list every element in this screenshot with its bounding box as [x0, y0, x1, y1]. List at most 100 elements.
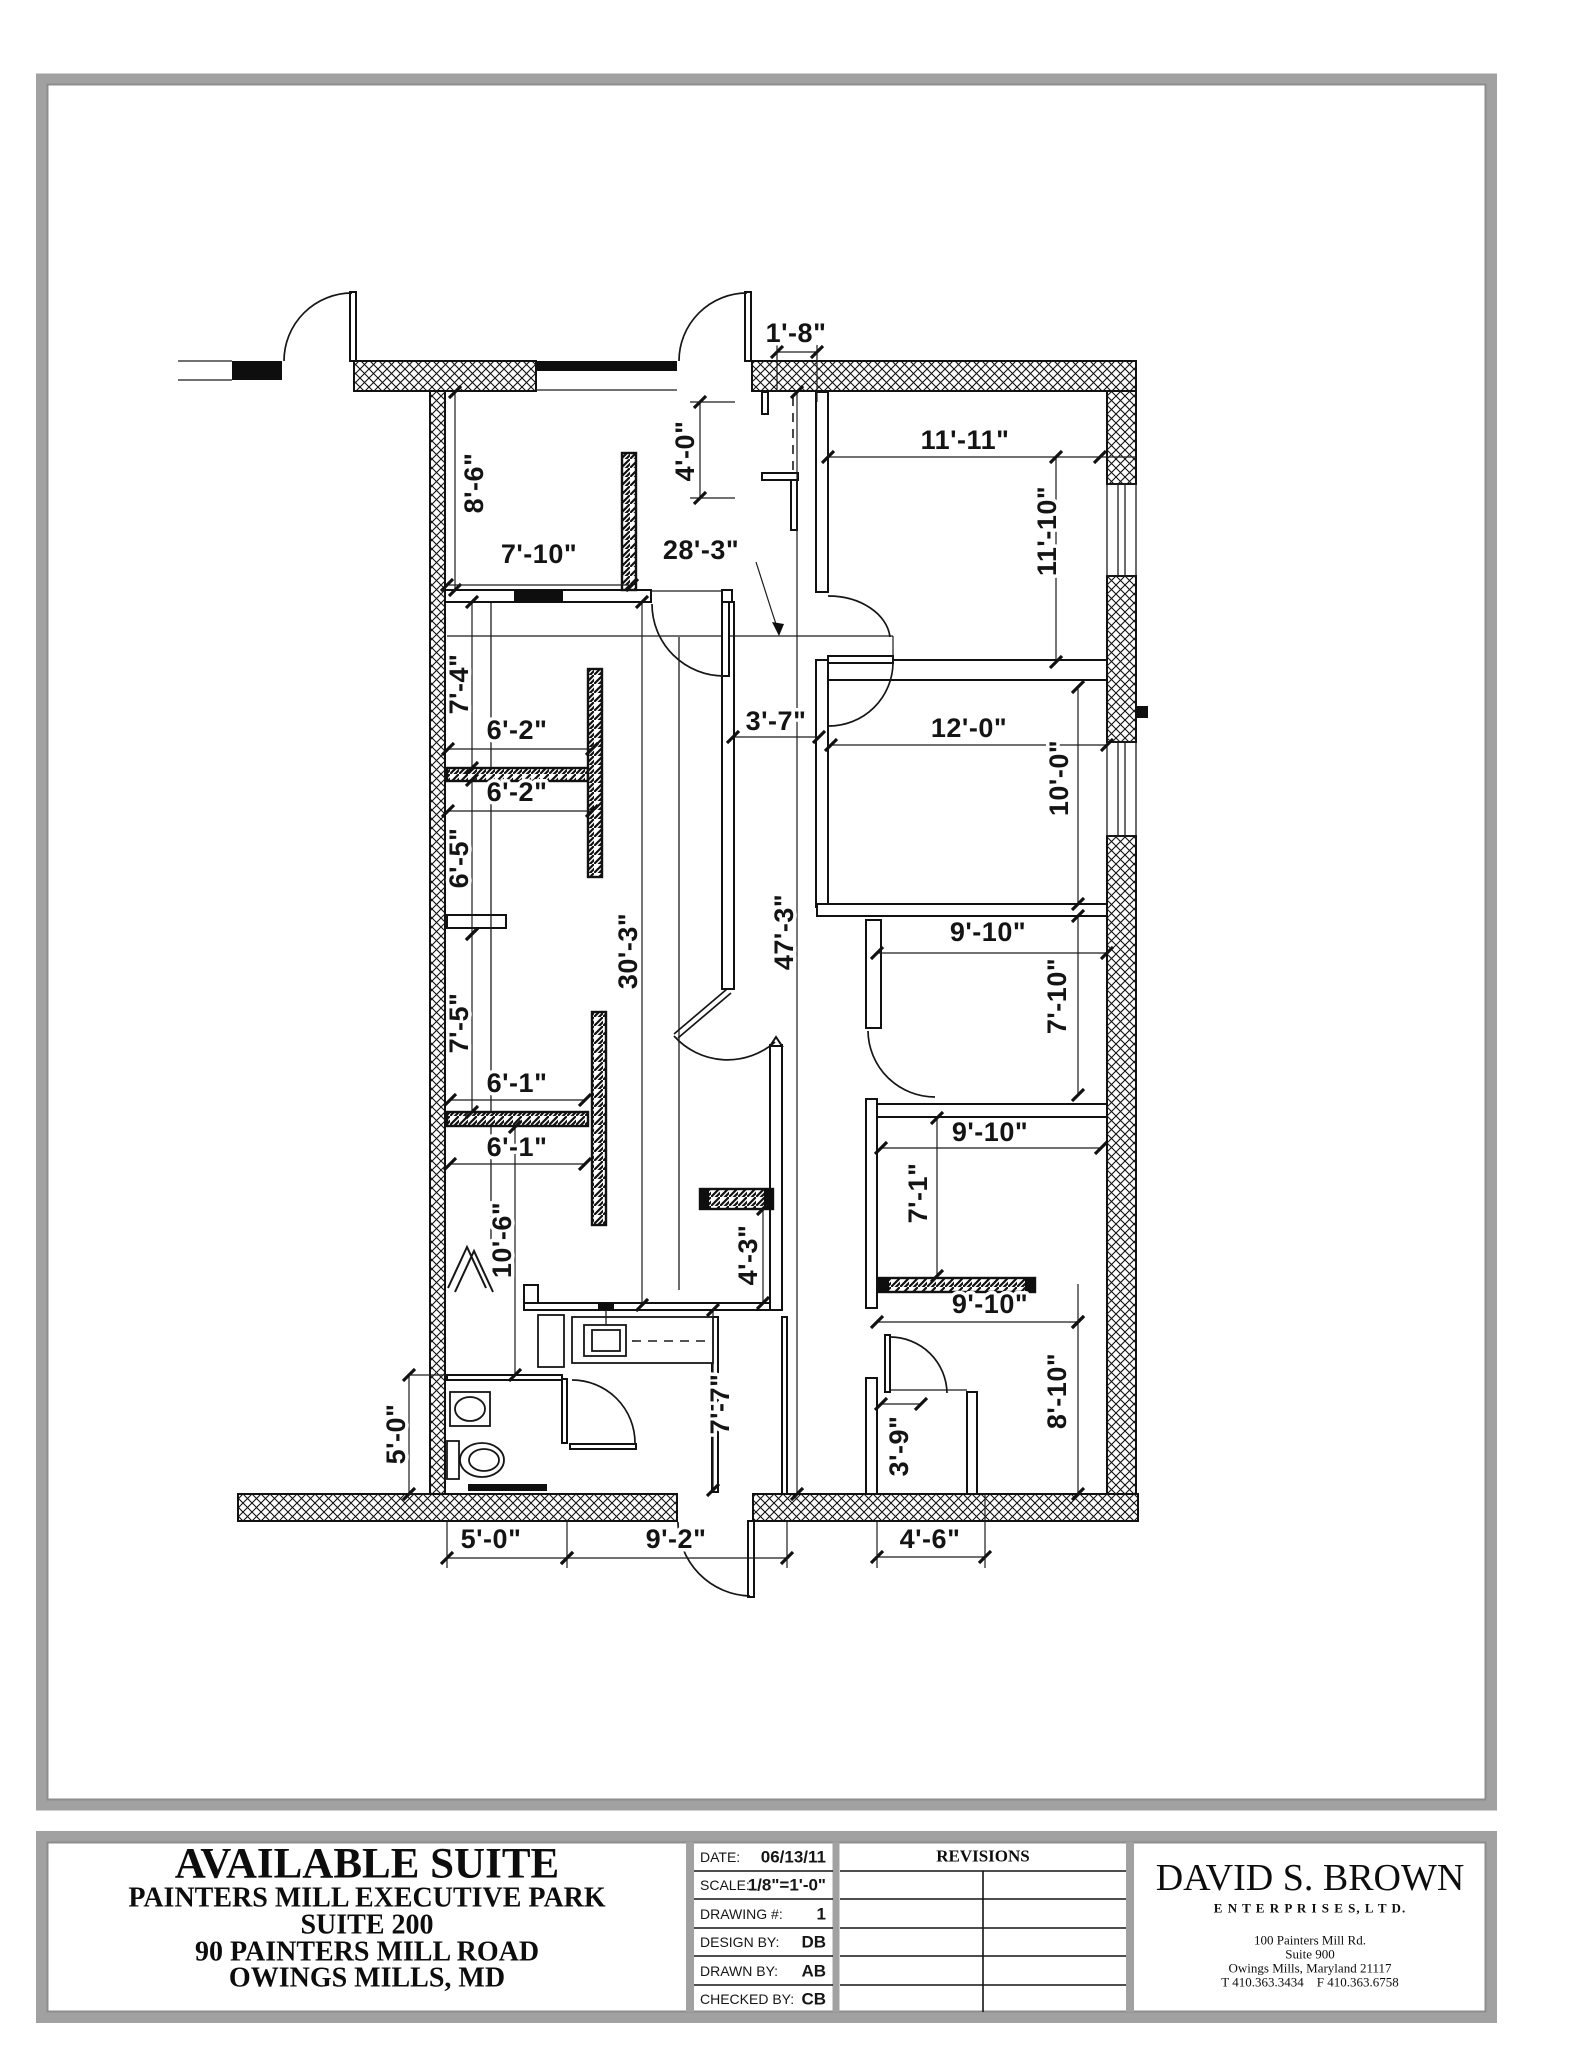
closet-right-wall: [966, 1391, 978, 1495]
threshold: [468, 1484, 547, 1491]
revisions-grid: [840, 1870, 1126, 2012]
title-block: AVAILABLE SUITE PAINTERS MILL EXECUTIVE …: [128, 1841, 1465, 2012]
dimension-label: 5'-0": [381, 1404, 411, 1465]
info-label-design: DESIGN BY:: [700, 1934, 779, 1950]
dimension-label: 4'-3": [733, 1225, 763, 1286]
hatched-partitions: [445, 451, 1037, 1294]
dim-tick: [507, 1119, 523, 1135]
dim-tick: [725, 729, 741, 745]
office2-bottom-wall: [816, 903, 1108, 917]
dim-tick: [464, 772, 480, 788]
company-name: DAVID S. BROWN: [1156, 1857, 1465, 1899]
company-address3: Owings Mills, Maryland 21117: [1229, 1961, 1392, 1976]
toilet-right-wall: [561, 1378, 568, 1444]
wall-top-left: [353, 360, 537, 392]
info-table: DATE: 06/13/11 SCALE: 1/8"=1'-0" DRAWING…: [700, 1848, 826, 2009]
company-block: DAVID S. BROWN E N T E R P R I S E S, L …: [1156, 1857, 1465, 1990]
company-address1: 100 Painters Mill Rd.: [1254, 1933, 1366, 1948]
project-title-line5: OWINGS MILLS, MD: [229, 1963, 505, 1994]
break-counter: [537, 1303, 714, 1368]
dimension-label: 3'-9": [884, 1416, 914, 1477]
info-value-date: 06/13/11: [761, 1848, 826, 1867]
partition-v1: [586, 667, 604, 879]
sill-corridor: [698, 1187, 775, 1211]
dimension-label: 11'-10": [1032, 486, 1062, 576]
dim-tick: [1099, 945, 1115, 961]
dimension-label: 6'-5": [444, 828, 474, 889]
corridor-right-wall: [769, 1044, 783, 1311]
dim-tick: [1048, 654, 1064, 670]
wall-reception-solid: [514, 590, 563, 602]
project-title: AVAILABLE SUITE PAINTERS MILL EXECUTIVE …: [128, 1841, 606, 1994]
toilet-fixture: [446, 1440, 505, 1480]
wall-bottom-left: [237, 1493, 678, 1522]
exterior-walls: [178, 360, 1148, 1522]
dim-tick: [507, 1367, 523, 1383]
dim-tick: [439, 577, 455, 593]
wall-right-1: [1106, 390, 1137, 485]
partition-v2: [590, 1010, 608, 1227]
dimension-label: 9'-10": [950, 917, 1026, 947]
door-corridor-exterior: [283, 291, 357, 362]
dim-tick: [811, 729, 827, 745]
info-value-scale: 1/8"=1'-0": [748, 1876, 826, 1895]
dim-tick: [913, 1396, 929, 1412]
dim-tick: [464, 760, 480, 776]
dim-tick: [634, 594, 650, 610]
dimension-label: 4'-0": [670, 421, 700, 482]
dim-tick: [634, 1297, 650, 1313]
revisions-header: REVISIONS: [936, 1847, 1030, 1866]
wall-right-3: [1106, 835, 1137, 1495]
dim-tick: [929, 1110, 945, 1126]
dimension-label: 28'-3": [663, 535, 739, 565]
page-frame: [36, 73, 1497, 2023]
dim-tick: [873, 1396, 889, 1412]
dim-tick: [584, 741, 600, 757]
company-subtitle: E N T E R P R I S E S, L T D.: [1214, 1901, 1406, 1916]
wall-nub: [1136, 706, 1148, 718]
project-title-line1: AVAILABLE SUITE: [175, 1841, 559, 1888]
door-room2: [867, 1030, 936, 1098]
closet-left-wall: [865, 1377, 878, 1495]
dimension-label: 12'-0": [931, 713, 1007, 743]
dimension-label: 10'-6": [487, 1202, 517, 1278]
dim-tick: [1093, 1140, 1109, 1156]
dimension-label: 7'-10": [501, 539, 577, 569]
dimension-label: 9'-10": [952, 1289, 1028, 1319]
dimension-label: 6'-2": [487, 777, 548, 807]
project-title-line2: PAINTERS MILL EXECUTIVE PARK: [128, 1883, 606, 1914]
wall-bottom-right: [752, 1493, 1139, 1522]
dimension-label: 6'-1": [487, 1132, 548, 1162]
door-toilet: [569, 1379, 637, 1450]
dimension-label: 7'-4": [444, 654, 474, 715]
dimension-label: 8'-6": [459, 453, 489, 514]
info-value-drawing: 1: [817, 1905, 826, 1924]
room3-top-wall: [872, 1103, 1108, 1118]
leader-28-3: [755, 561, 784, 636]
dim-tick: [789, 384, 805, 400]
door-suite-entry-bottom: [677, 1520, 755, 1598]
dim-tick: [823, 737, 839, 753]
dim-tick: [1070, 679, 1086, 695]
floor-plan: 1'-8"8'-6"7'-10"28'-3"4'-0"11'-11"11'-10…: [178, 291, 1148, 1598]
wall-left: [429, 390, 446, 1495]
dim-tick: [755, 1295, 771, 1311]
break-symbol: [447, 1244, 494, 1293]
storefront-band: [536, 361, 677, 371]
wall-top-right: [751, 360, 1137, 392]
dim-tick: [584, 803, 600, 819]
dimension-label: 10'-0": [1044, 740, 1074, 816]
dimension-label: 6'-2": [487, 715, 548, 745]
dim-tick: [440, 803, 456, 819]
fixtures: [446, 397, 794, 1491]
dim-tick: [755, 1201, 771, 1217]
office1-left-wall: [815, 391, 829, 593]
break-room-wall: [523, 1302, 776, 1311]
dimension-labels: 1'-8"8'-6"7'-10"28'-3"4'-0"11'-11"11'-10…: [378, 315, 1078, 1558]
info-label-drawn: DRAWN BY:: [700, 1963, 778, 1979]
dimension-label: 4'-6": [900, 1524, 961, 1554]
dimension-label: 9'-2": [646, 1524, 707, 1554]
info-value-design: DB: [801, 1933, 826, 1952]
dim-tick: [705, 1482, 721, 1498]
dim-tick: [789, 1486, 805, 1502]
